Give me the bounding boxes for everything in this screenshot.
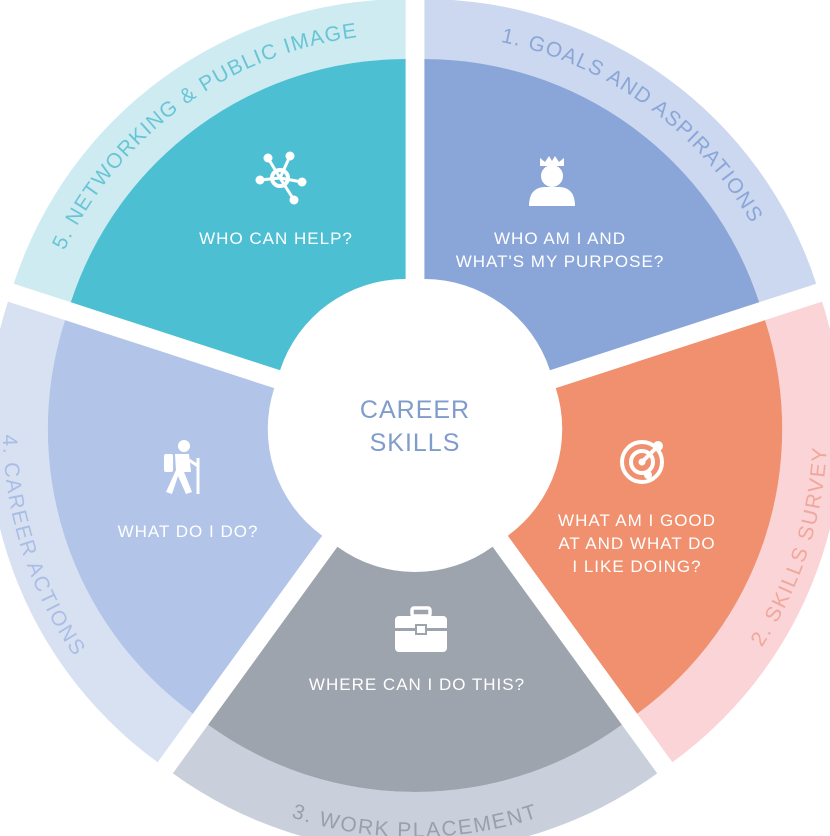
segment-skills-inner-wedge <box>507 320 783 714</box>
segment-skills-question-line-2: AT AND WHAT DO <box>558 534 715 553</box>
radar-target-icon <box>620 440 664 484</box>
segment-goals-outer-ring <box>424 0 817 303</box>
center-hub: CAREER SKILLS <box>277 286 553 562</box>
segment-actions-outer-ring <box>0 301 193 763</box>
segment-goals-question-line-2: WHAT'S MY PURPOSE? <box>456 252 665 271</box>
segment-goals-question-line-1: WHO AM I AND <box>494 229 626 248</box>
segment-networking-question-line-1: WHO CAN HELP? <box>199 229 353 248</box>
segment-actions-inner-wedge <box>47 320 323 714</box>
hiker-icon <box>164 440 200 494</box>
center-title-line-1: CAREER <box>360 396 470 424</box>
network-nodes-icon <box>255 151 307 205</box>
segment-skills-question-line-3: I LIKE DOING? <box>572 557 701 576</box>
segment-skills-outer-ring <box>637 301 830 763</box>
segment-skills-question-line-1: WHAT AM I GOOD <box>558 511 716 530</box>
segment-goals-inner-wedge <box>424 59 760 371</box>
center-title-line-2: SKILLS <box>370 429 461 457</box>
person-crown-icon <box>529 156 575 206</box>
segment-placement-outer-ring <box>172 724 658 836</box>
segment-actions-question-line-1: WHAT DO I DO? <box>118 522 259 541</box>
segment-networking-inner-wedge <box>70 59 406 371</box>
center-circle <box>277 286 553 562</box>
segment-networking-outer-ring <box>13 0 406 303</box>
segment-placement-question-line-1: WHERE CAN I DO THIS? <box>309 675 525 694</box>
segment-placement-inner-wedge <box>208 546 622 792</box>
briefcase-icon <box>395 606 447 652</box>
